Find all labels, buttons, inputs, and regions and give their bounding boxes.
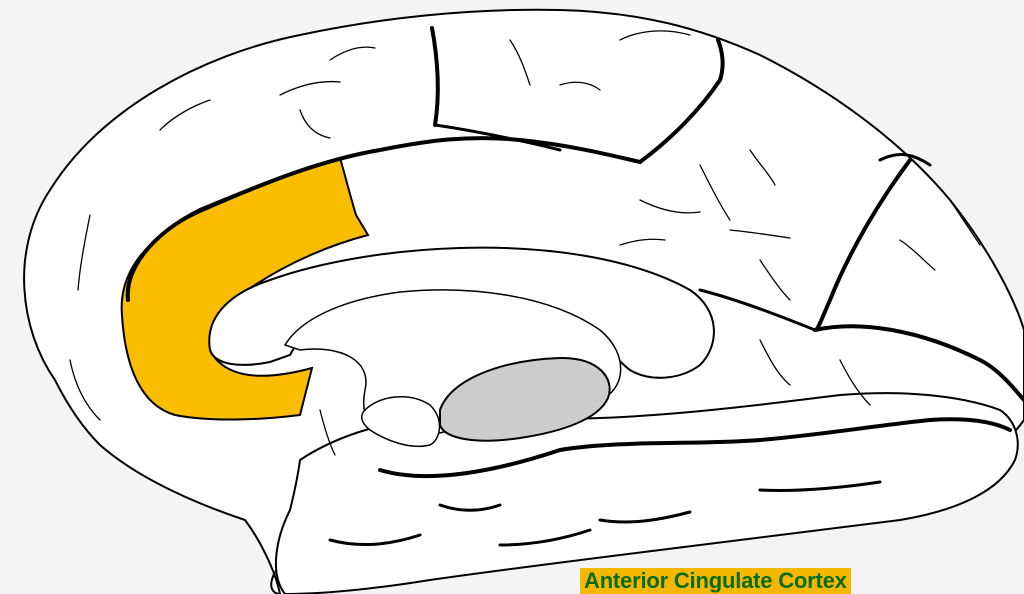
region-caption: Anterior Cingulate Cortex (580, 568, 851, 594)
